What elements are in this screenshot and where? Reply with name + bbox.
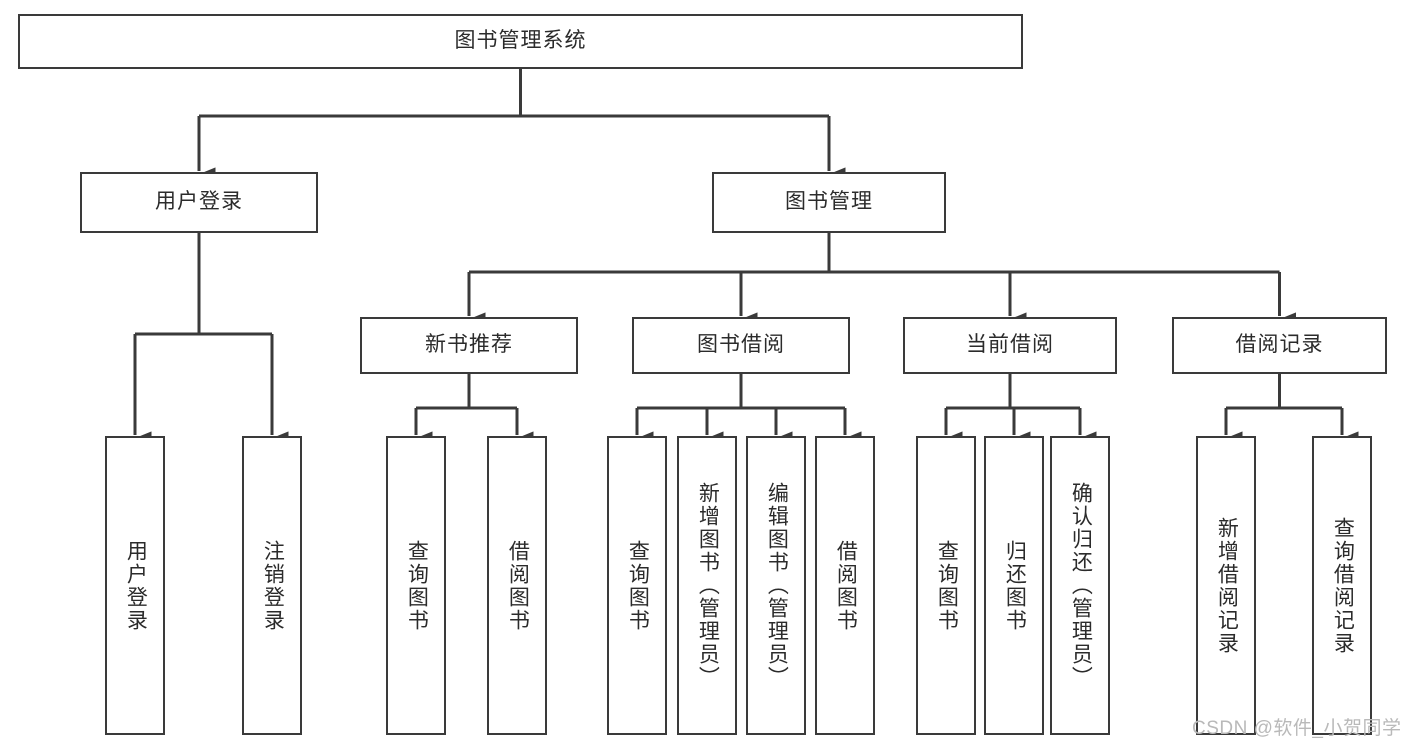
node-label: 借阅图书: [834, 539, 858, 632]
node-label: 图书管理: [785, 190, 873, 214]
node-leaf-borrow-book[interactable]: 借阅图书: [815, 436, 875, 735]
node-current-borrow[interactable]: 当前借阅: [903, 317, 1117, 374]
node-leaf-return-book[interactable]: 归还图书: [984, 436, 1044, 735]
node-label: 当前借阅: [966, 333, 1054, 357]
node-leaf-query-borrow-record[interactable]: 查询借阅记录: [1312, 436, 1372, 735]
node-label: 查询图书: [935, 539, 959, 632]
node-leaf-query-book-recommend[interactable]: 查询图书: [386, 436, 446, 735]
node-leaf-user-login[interactable]: 用户登录: [105, 436, 165, 735]
node-leaf-query-book-borrow[interactable]: 查询图书: [607, 436, 667, 735]
node-borrow-record[interactable]: 借阅记录: [1172, 317, 1387, 374]
node-label: 查询图书: [626, 539, 650, 632]
node-leaf-borrow-book-recommend[interactable]: 借阅图书: [487, 436, 547, 735]
node-leaf-add-book[interactable]: 新增图书（管理员）: [677, 436, 737, 735]
node-label: 归还图书: [1003, 539, 1027, 632]
node-label: 编辑图书（管理员）: [765, 482, 789, 689]
node-label: 新增图书（管理员）: [696, 482, 720, 689]
node-new-book-recommend[interactable]: 新书推荐: [360, 317, 578, 374]
node-book-borrow[interactable]: 图书借阅: [632, 317, 850, 374]
node-label: 注销登录: [261, 539, 285, 632]
node-label: 借阅图书: [506, 539, 530, 632]
node-leaf-add-borrow-record[interactable]: 新增借阅记录: [1196, 436, 1256, 735]
node-leaf-confirm-return[interactable]: 确认归还（管理员）: [1050, 436, 1110, 735]
node-label: 图书管理系统: [454, 29, 587, 53]
node-label: 借阅记录: [1235, 333, 1324, 357]
node-leaf-query-book-current[interactable]: 查询图书: [916, 436, 976, 735]
node-label: 确认归还（管理员）: [1069, 482, 1093, 689]
node-label: 查询借阅记录: [1331, 516, 1355, 655]
node-leaf-user-logout[interactable]: 注销登录: [242, 436, 302, 735]
watermark-text: CSDN @软件_小贺同学: [1192, 718, 1402, 739]
node-user-login[interactable]: 用户登录: [80, 172, 318, 233]
node-label: 新书推荐: [425, 333, 513, 357]
node-label: 新增借阅记录: [1215, 516, 1239, 655]
node-label: 查询图书: [405, 539, 429, 632]
node-label: 用户登录: [155, 190, 243, 214]
node-book-manage[interactable]: 图书管理: [712, 172, 946, 233]
node-leaf-edit-book[interactable]: 编辑图书（管理员）: [746, 436, 806, 735]
node-label: 图书借阅: [697, 333, 785, 357]
node-label: 用户登录: [124, 539, 148, 632]
node-root[interactable]: 图书管理系统: [18, 14, 1023, 69]
